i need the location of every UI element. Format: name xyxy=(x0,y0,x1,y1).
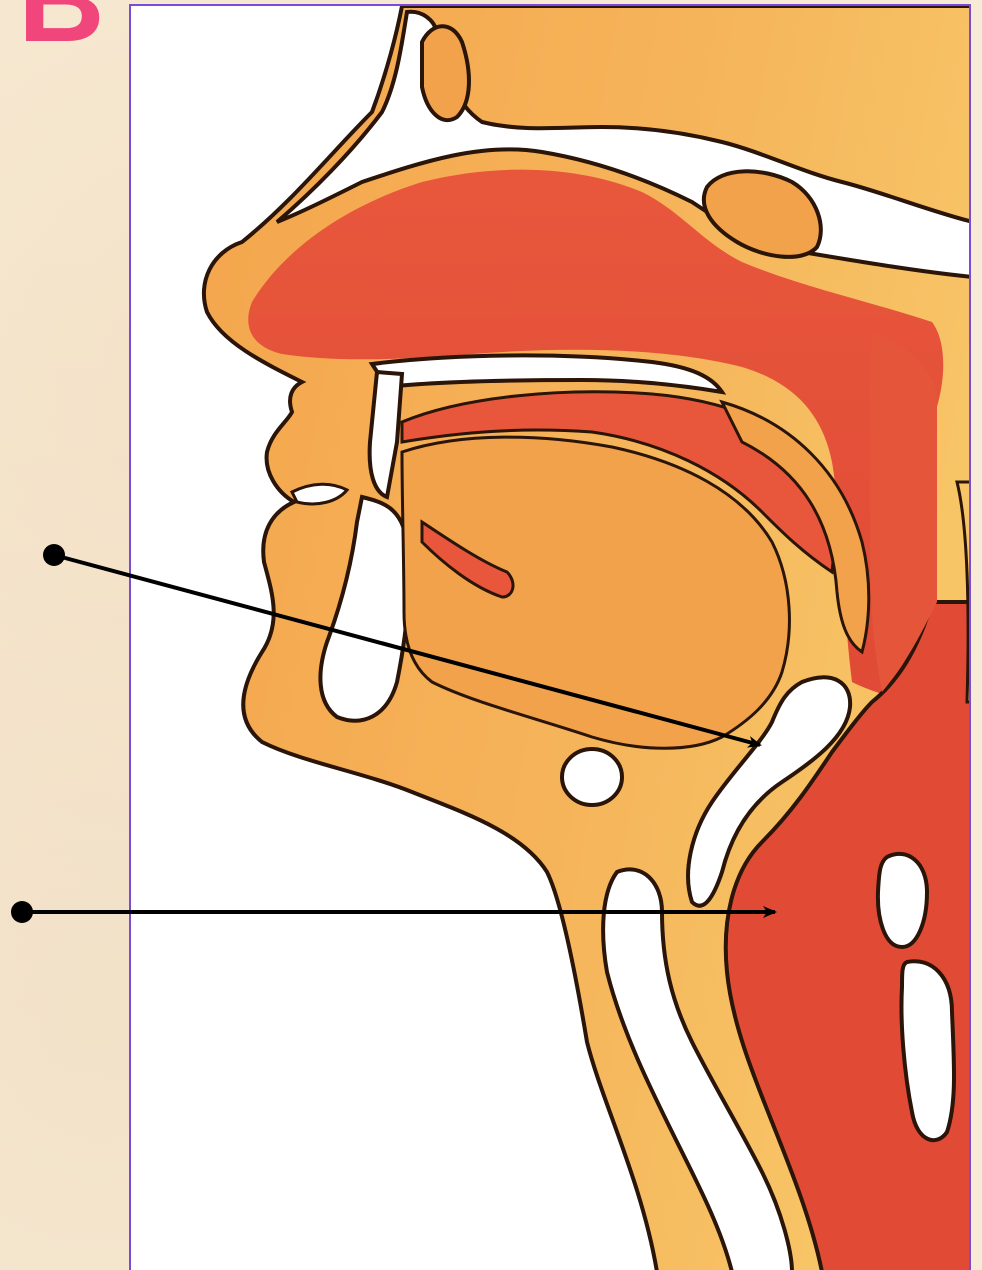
pointer-upper xyxy=(43,544,760,745)
pointer-lower xyxy=(11,901,775,923)
pointer-upper-line xyxy=(54,555,760,745)
